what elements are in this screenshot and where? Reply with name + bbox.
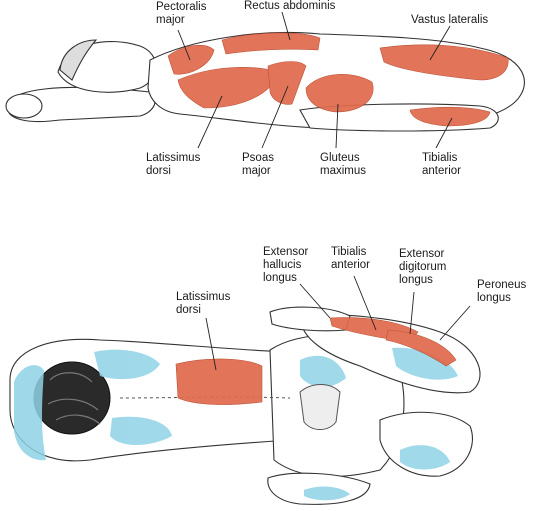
label-extensor-hallucis-longus: Extensor hallucis longus: [263, 246, 309, 284]
top-hands: [5, 93, 43, 119]
top-tibialis-anterior-shape: [409, 106, 491, 127]
label-latissimus-dorsi-bottom: Latissimus dorsi: [176, 291, 231, 316]
stretch-left-shoulder: [14, 365, 46, 461]
bottom-leader-lines: [205, 275, 471, 371]
label-gluteus-maximus: Gluteus maximus: [320, 152, 367, 177]
label-pectoralis-major: Pectoralis major: [156, 1, 207, 26]
bottom-spine: [119, 384, 341, 430]
stretch-upper-back: [94, 349, 160, 380]
stretch-hip: [300, 355, 346, 387]
top-muscles: [167, 32, 509, 127]
label-rectus-abdominis: Rectus abdominis: [244, 0, 336, 12]
stretch-thigh: [392, 347, 458, 380]
top-leader-lines: [177, 11, 453, 149]
bottom-muscles: [175, 317, 457, 405]
top-gluteus-maximus-shape: [305, 73, 374, 113]
bottom-stretch-regions: [14, 347, 458, 501]
stretch-calf: [400, 445, 450, 470]
label-extensor-digitorum-longus: Extensor digitorum longus: [399, 248, 447, 286]
label-peroneus-longus: Peroneus longus: [477, 279, 527, 304]
top-pectoralis-major-shape: [167, 44, 215, 75]
label-psoas-major: Psoas major: [242, 152, 274, 177]
top-latissimus-dorsi-shape: [177, 67, 281, 109]
top-rectus-abdominis-shape: [221, 32, 321, 55]
stretch-lower-back: [110, 416, 172, 445]
label-tibialis-anterior-bottom: Tibialis anterior: [331, 246, 370, 271]
stretch-foot: [304, 486, 350, 501]
bottom-extensor-digitorum-shape: [385, 329, 457, 367]
label-tibialis-anterior-top: Tibialis anterior: [422, 152, 461, 177]
bottom-head: [33, 361, 111, 435]
label-vastus-lateralis: Vastus lateralis: [411, 14, 489, 26]
top-hair: [59, 39, 98, 81]
top-vastus-lateralis-shape: [379, 44, 509, 81]
bottom-latissimus-dorsi-shape: [175, 358, 263, 405]
top-psoas-major-shape: [267, 61, 307, 105]
label-latissimus-dorsi-top: Latissimus dorsi: [146, 152, 201, 177]
